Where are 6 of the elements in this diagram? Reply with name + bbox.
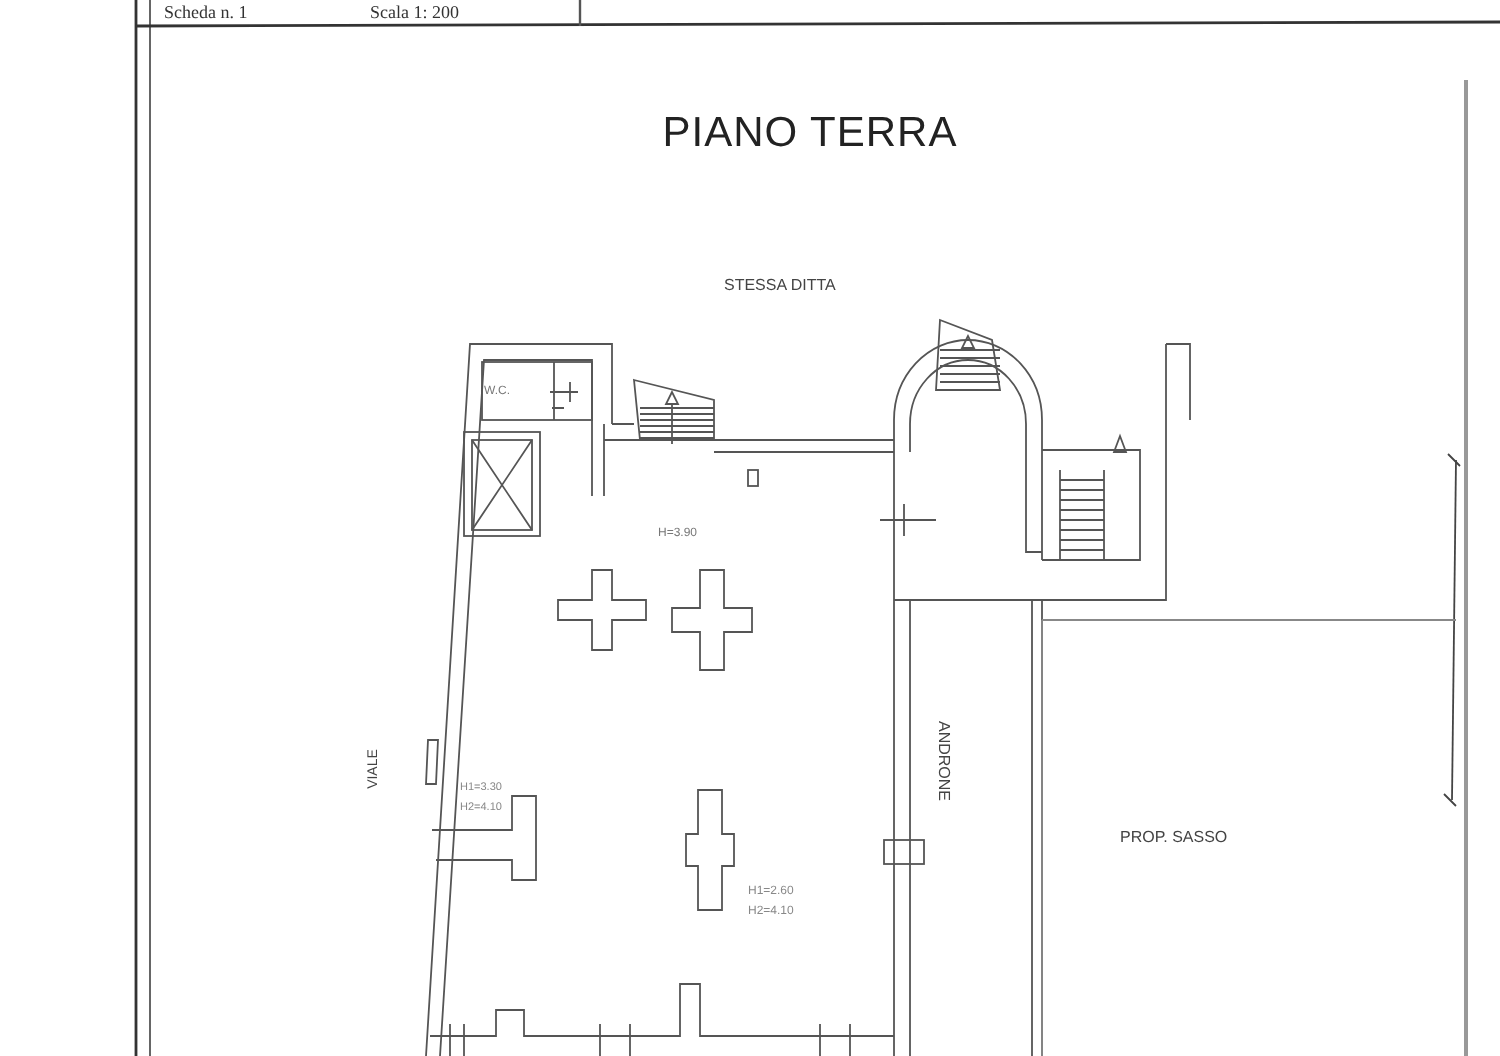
drawing-title: PIANO TERRA <box>660 110 960 158</box>
plan-label: Scala 1: 200 <box>370 2 459 22</box>
plan-label: Scheda n. 1 <box>164 2 248 22</box>
plan-label: STESSA DITTA <box>724 276 836 294</box>
plan-label: PROP. SASSO <box>1120 828 1228 846</box>
plan-label: ANDRONE <box>935 721 953 801</box>
